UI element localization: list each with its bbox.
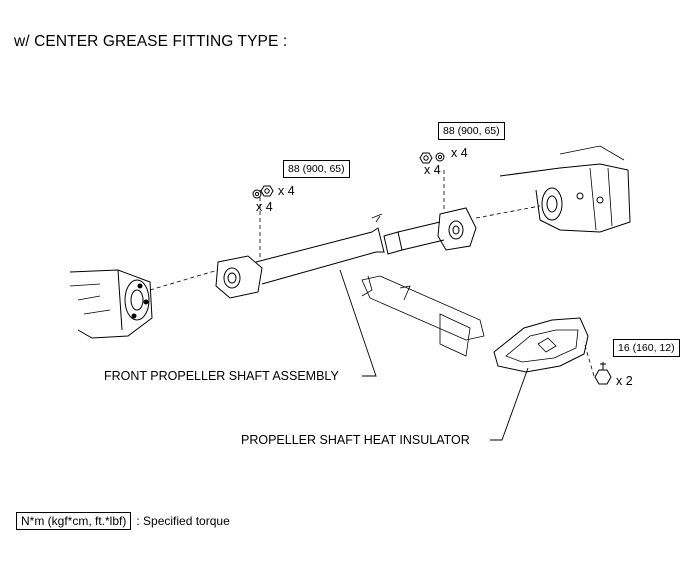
rear-nut-icon <box>419 152 433 164</box>
propeller-shaft-illustration <box>215 207 477 299</box>
heat-insulator-illustration <box>493 317 589 373</box>
front-flange-torque-box: 88 (900, 65) <box>283 160 350 178</box>
front-washer-icon <box>252 189 262 199</box>
legend: N*m (kgf*cm, ft.*lbf) : Specified torque <box>16 512 230 530</box>
page-title: w/ CENTER GREASE FITTING TYPE : <box>14 33 288 50</box>
differential-illustration <box>499 145 631 233</box>
rear-washer-qty: x 4 <box>451 146 468 160</box>
heat-insulator-label: PROPELLER SHAFT HEAT INSULATOR <box>241 433 470 447</box>
heat-insulator-leader <box>490 367 529 441</box>
transmission-illustration <box>69 269 153 339</box>
rear-nut-qty: x 4 <box>424 163 441 177</box>
frame-illustration <box>361 275 485 357</box>
front-alignment-line <box>149 269 219 291</box>
insulator-bolt-icon <box>594 362 612 385</box>
legend-unit-box: N*m (kgf*cm, ft.*lbf) <box>16 512 132 530</box>
insulator-bolt-torque-box: 16 (160, 12) <box>613 339 680 357</box>
front-nut-icon <box>260 185 274 197</box>
front-washer-qty: x 4 <box>256 200 273 214</box>
propeller-shaft-leader <box>339 269 377 377</box>
propeller-shaft-label: FRONT PROPELLER SHAFT ASSEMBLY <box>104 369 339 383</box>
rear-flange-torque-box: 88 (900, 65) <box>438 122 505 140</box>
legend-description: : Specified torque <box>136 514 230 528</box>
rear-washer-icon <box>435 152 445 162</box>
front-nut-qty: x 4 <box>278 184 295 198</box>
insulator-bolt-qty: x 2 <box>616 374 633 388</box>
